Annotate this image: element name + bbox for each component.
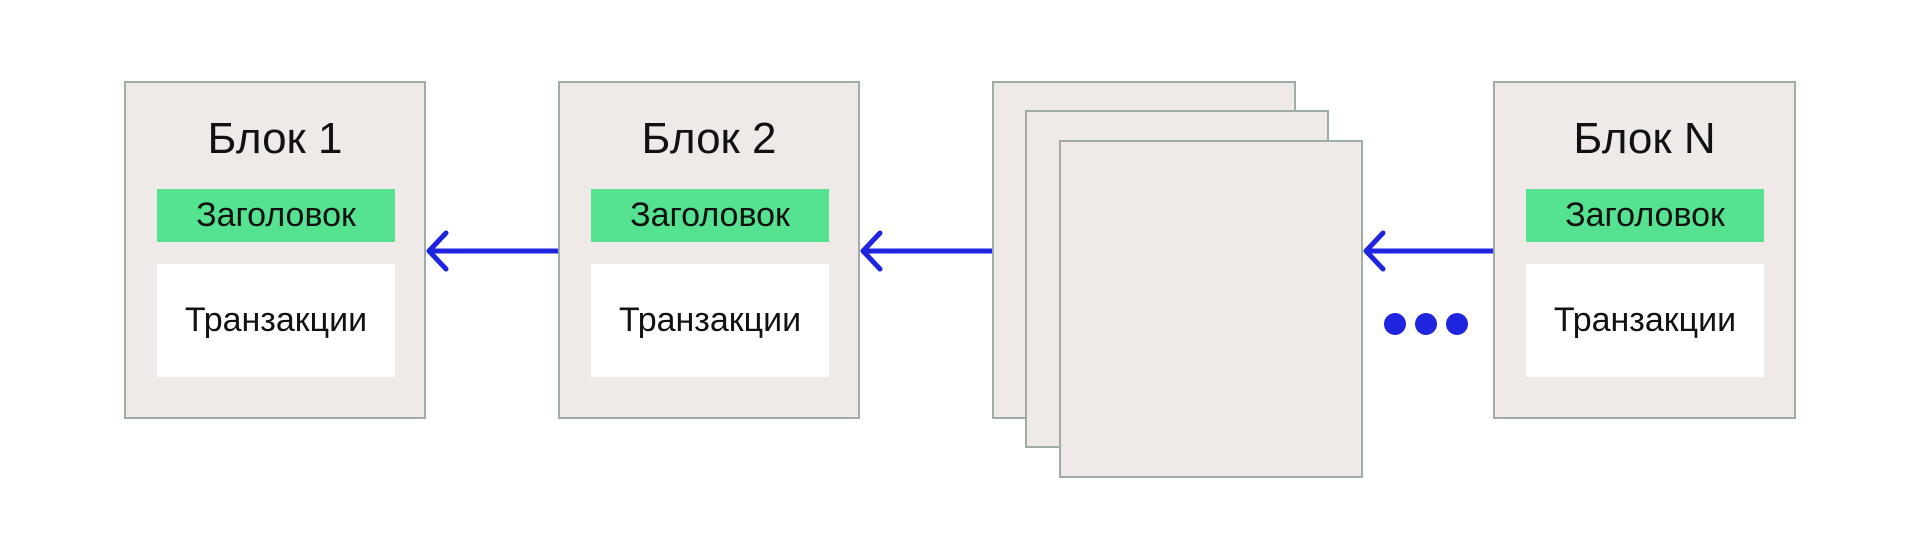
block-title: Блок 1 — [207, 114, 343, 163]
block-1: Блок 1 Заголовок Транзакции — [124, 81, 426, 419]
block-transactions: Транзакции — [1526, 264, 1764, 377]
arrow-left-icon — [426, 230, 560, 272]
block-2: Блок 2 Заголовок Транзакции — [558, 81, 860, 419]
block-transactions: Транзакции — [591, 264, 829, 377]
block-transactions: Транзакции — [157, 264, 395, 377]
block-header: Заголовок — [1526, 189, 1764, 242]
arrow-left-icon — [860, 230, 994, 272]
ellipsis-icon — [1384, 313, 1468, 335]
stacked-block-front — [1059, 140, 1363, 478]
block-n: Блок N Заголовок Транзакции — [1493, 81, 1796, 419]
block-title: Блок N — [1573, 114, 1716, 163]
block-title: Блок 2 — [641, 114, 777, 163]
arrow-left-icon — [1363, 230, 1495, 272]
block-header: Заголовок — [157, 189, 395, 242]
block-header: Заголовок — [591, 189, 829, 242]
